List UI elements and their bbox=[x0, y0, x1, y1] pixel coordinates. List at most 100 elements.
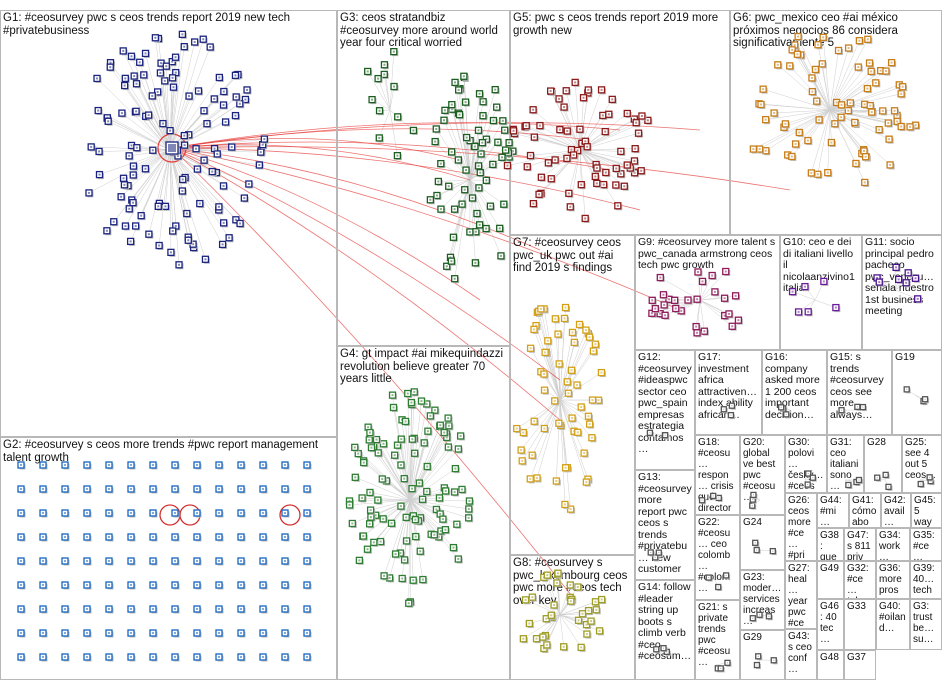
vertex-fill bbox=[174, 584, 176, 586]
vertex-fill bbox=[895, 266, 898, 269]
group-panel-g3[interactable]: G3: ceos stratandbiz #ceosurvey more aro… bbox=[337, 10, 510, 346]
group-panel-g17[interactable]: G17: investment africa attractiven… inde… bbox=[695, 350, 762, 435]
vertex-fill bbox=[582, 96, 585, 99]
group-panel-g49[interactable]: G49 bbox=[817, 561, 844, 599]
vertex-fill bbox=[896, 114, 899, 117]
group-panel-g41[interactable]: G41: cómo abo… edi… bbox=[849, 493, 881, 528]
group-panel-g38[interactable]: G38: que… est… bbox=[817, 528, 844, 561]
vertex-fill bbox=[202, 38, 205, 41]
group-panel-g46[interactable]: G46: 40 tec… bbox=[817, 599, 844, 650]
vertex-fill bbox=[762, 88, 765, 91]
group-panel-g24[interactable]: G24 bbox=[740, 515, 785, 570]
vertex-fill bbox=[193, 40, 196, 43]
edge bbox=[565, 90, 581, 151]
group-panel-g6[interactable]: G6: pwc_mexico ceo #ai méxico próximos n… bbox=[730, 10, 942, 235]
vertex-fill bbox=[135, 82, 138, 85]
edge bbox=[829, 109, 865, 152]
edge bbox=[409, 499, 442, 532]
vertex-fill bbox=[437, 180, 440, 183]
group-panel-g27[interactable]: G27: heal… year pwc #ce… bbox=[785, 561, 817, 629]
vertex-fill bbox=[546, 339, 549, 342]
group-panel-g29[interactable]: G29 bbox=[740, 630, 785, 680]
vertex-fill bbox=[594, 343, 597, 346]
group-panel-g48[interactable]: G48 bbox=[817, 650, 844, 680]
group-panel-g31[interactable]: G31: ceo italiani sono… bbox=[827, 435, 864, 493]
vertex-fill bbox=[393, 454, 396, 457]
vertex-fill bbox=[791, 290, 794, 293]
vertex-fill bbox=[481, 114, 484, 117]
vertex-fill bbox=[453, 208, 456, 211]
group-panel-g25[interactable]: G25: see 4 out 5 ceos… bbox=[902, 435, 942, 493]
group-panel-g40[interactable]: G40: #oiland… bbox=[876, 599, 910, 650]
vertex-fill bbox=[635, 121, 638, 124]
vertex-fill bbox=[863, 103, 866, 106]
vertex-fill bbox=[152, 488, 154, 490]
vertex-fill bbox=[531, 596, 534, 599]
group-panel-g33[interactable]: G33 bbox=[844, 599, 876, 650]
vertex-fill bbox=[601, 114, 604, 117]
edge bbox=[829, 40, 860, 111]
group-panel-g45[interactable]: G45: 5 way… bbox=[911, 493, 942, 528]
group-panel-g14[interactable]: G14: follow #leader string up boots s cl… bbox=[635, 580, 695, 680]
vertex-fill bbox=[478, 92, 481, 95]
group-panel-g19[interactable]: G19 bbox=[892, 350, 942, 435]
group-panel-g34[interactable]: G34: work… #pw… bbox=[876, 528, 910, 561]
edge bbox=[829, 39, 869, 111]
group-panel-g44[interactable]: G44: #mi… #ceos… bbox=[817, 493, 849, 528]
group-panel-g10[interactable]: G10: ceo e dei di italiani livello il ni… bbox=[780, 235, 862, 350]
vertex-fill bbox=[203, 159, 206, 162]
group-panel-g4[interactable]: G4: gt impact #ai mikequindazzi revoluti… bbox=[337, 346, 510, 680]
group-panel-g43[interactable]: G43: s ceo conf… bbox=[785, 629, 817, 680]
group-panel-g47[interactable]: G47: s 811 priv… bbox=[844, 528, 876, 561]
edge bbox=[699, 299, 725, 316]
group-panel-g20[interactable]: G20: global ve best pwc #ceosu… bbox=[740, 435, 785, 515]
vertex-fill bbox=[159, 71, 162, 74]
group-panel-g37[interactable]: G37 bbox=[844, 650, 876, 680]
edge bbox=[822, 37, 831, 111]
group-panel-g15[interactable]: G15: s trends #ceosurvey ceos see more a… bbox=[827, 350, 892, 435]
vertex-fill bbox=[222, 103, 225, 106]
vertex-fill bbox=[597, 399, 600, 402]
vertex-fill bbox=[169, 129, 172, 132]
vertex-fill bbox=[711, 274, 714, 277]
vertex-fill bbox=[545, 643, 548, 646]
group-panel-g5[interactable]: G5: pwc s ceos trends report 2019 more g… bbox=[510, 10, 730, 235]
vertex-fill bbox=[120, 195, 123, 198]
group-panel-g23[interactable]: G23: moder… services increas… bbox=[740, 570, 785, 630]
vertex-fill bbox=[196, 632, 198, 634]
vertex-fill bbox=[868, 62, 871, 65]
group-panel-g7[interactable]: G7: #ceosurvey ceos pwc_uk pwc out #ai f… bbox=[510, 235, 635, 555]
group-panel-g26[interactable]: G26: ceos more #ce… #pri… bbox=[785, 493, 817, 561]
vertex-fill bbox=[633, 159, 636, 162]
vertex-fill bbox=[196, 560, 198, 562]
vertex-fill bbox=[174, 536, 176, 538]
group-panel-g21[interactable]: G21: s private trends pwc #ceosu… bbox=[695, 600, 740, 680]
vertex-fill bbox=[658, 552, 660, 554]
vertex-fill bbox=[224, 120, 227, 123]
vertex-fill bbox=[174, 464, 176, 466]
group-panel-g12[interactable]: G12: #ceosurvey #ideaspwc sector ceo pwc… bbox=[635, 350, 695, 470]
group-panel-g9[interactable]: G9: #ceosurvey more talent s pwc_canada … bbox=[635, 235, 780, 350]
vertex-fill bbox=[86, 464, 88, 466]
vertex-fill bbox=[195, 147, 198, 150]
vertex-fill bbox=[896, 120, 899, 123]
vertex-fill bbox=[239, 222, 242, 225]
group-panel-g3b[interactable]: G3: trust be… su… bbox=[910, 599, 942, 650]
group-label-g2: G2: #ceosurvey s ceos more trends #pwc r… bbox=[3, 439, 319, 464]
group-panel-g2[interactable]: G2: #ceosurvey s ceos more trends #pwc r… bbox=[0, 437, 337, 680]
group-panel-g22[interactable]: G22: #ceosu… ceo colomb… #colom… bbox=[695, 515, 740, 600]
group-panel-g18[interactable]: G18: #ceosu… respon… crisis qué director… bbox=[695, 435, 740, 515]
group-panel-g42[interactable]: G42: avail… key… bbox=[881, 493, 911, 528]
edge bbox=[379, 109, 391, 139]
group-panel-g1[interactable]: G1: #ceosurvey pwc s ceos trends report … bbox=[0, 10, 337, 437]
group-panel-g39[interactable]: G39: 40… tech… bbox=[910, 561, 942, 599]
edge bbox=[107, 117, 171, 151]
vertex-fill bbox=[566, 380, 569, 383]
vertex-fill bbox=[64, 464, 66, 466]
edge bbox=[559, 399, 590, 425]
group-panel-g35[interactable]: G35: #ce… asse… bbox=[910, 528, 942, 561]
group-panel-g36[interactable]: G36: more pros… bbox=[876, 561, 910, 599]
group-panel-g32[interactable]: G32: #ce… tale… bbox=[844, 561, 876, 599]
group-panel-g28[interactable]: G28 bbox=[864, 435, 902, 493]
vertex-fill bbox=[545, 617, 548, 620]
